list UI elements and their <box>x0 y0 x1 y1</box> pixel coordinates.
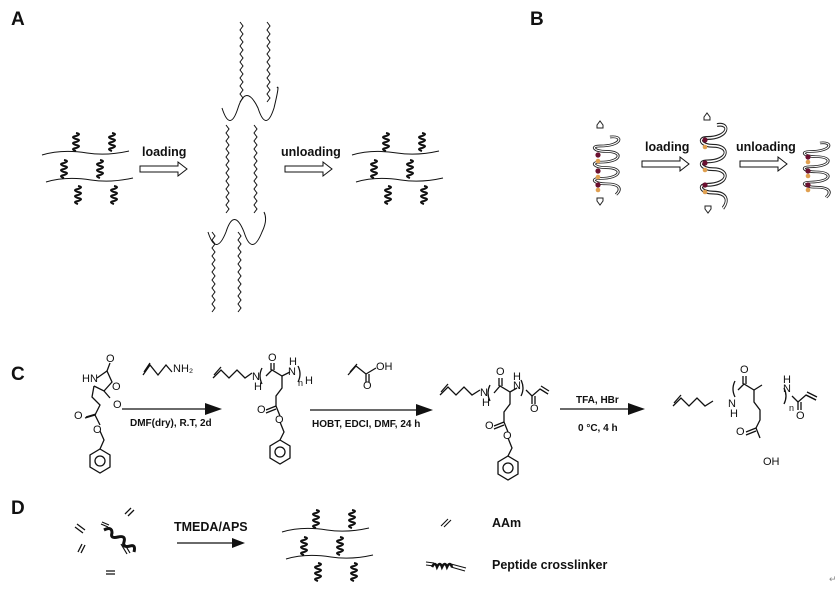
atom-o: O <box>106 353 115 365</box>
atom-o: O <box>530 403 539 415</box>
atom-n: N <box>480 387 488 399</box>
aam-monomers <box>74 507 135 575</box>
nca-monomer-structure <box>84 362 113 474</box>
panel-b-loading-label: loading <box>645 140 690 154</box>
benzyl-polymer-structure <box>212 363 301 465</box>
atom-n: N <box>513 380 521 392</box>
atom-n: N <box>728 398 736 410</box>
panel-b-unloading-label: unloading <box>736 140 796 154</box>
panel-b-helix-stretched <box>699 112 729 214</box>
atom-o: O <box>503 430 512 442</box>
panel-a-network-initial <box>42 133 133 204</box>
atom-h: H <box>482 397 490 409</box>
peptide-crosslinker-icon <box>425 561 467 572</box>
panel-b-helix-final <box>802 141 831 199</box>
atom-hn: HN <box>82 373 98 385</box>
acrylic-acid-structure <box>347 363 377 382</box>
reaction-arrow-2 <box>310 404 433 416</box>
step-3-reagent: TFA, HBr <box>576 395 619 406</box>
reagent-1-amine: NH₂ <box>173 363 194 375</box>
atom-n: N <box>252 371 260 383</box>
atom-n: N <box>783 383 791 395</box>
panel-c-label: C <box>11 364 25 385</box>
panel-a-loading-label: loading <box>142 145 187 159</box>
atom-o: O <box>485 420 494 432</box>
atom-o: O <box>113 399 122 411</box>
atom-n: N <box>288 366 296 378</box>
atom-o: O <box>74 410 83 422</box>
panel-b-label: B <box>530 9 544 30</box>
atom-o: O <box>268 352 277 364</box>
panel-d-arrow <box>177 538 245 548</box>
atom-o: O <box>257 404 266 416</box>
subscript-n: n <box>298 378 304 388</box>
reaction-arrow-1 <box>122 403 222 415</box>
atom-o: O <box>93 424 102 436</box>
panel-a-network-stretched <box>207 21 279 313</box>
panel-a-network-final <box>352 133 443 204</box>
atom-o: O <box>796 410 805 422</box>
acrylated-benzyl-polymer-structure <box>439 378 550 481</box>
panel-a-unloading-label: unloading <box>281 145 341 159</box>
peptide-crosslinker-monomer <box>100 521 136 555</box>
atom-h: H <box>254 381 262 393</box>
panel-d-label: D <box>11 498 25 519</box>
atom-o: O <box>275 414 284 426</box>
legend-label-aam: AAm <box>492 516 522 530</box>
step-2-conditions: HOBT, EDCI, DMF, 24 h <box>312 419 421 430</box>
reaction-arrow-3 <box>560 403 645 415</box>
atom-o: O <box>740 364 749 376</box>
panel-d-network <box>282 510 373 581</box>
panel-a-label: A <box>11 9 25 30</box>
subscript-n: n <box>789 403 795 413</box>
butenylamine-structure <box>142 362 173 377</box>
atom-oh: OH <box>763 456 780 468</box>
paragraph-mark: ↵ <box>829 574 837 584</box>
atom-h: H <box>289 356 297 368</box>
final-polymer-structure <box>672 376 818 439</box>
atom-o: O <box>363 380 372 392</box>
atom-h: H <box>513 371 521 383</box>
step-1-conditions: DMF(dry), R.T, 2d <box>130 418 212 429</box>
panel-a-arrow-loading <box>139 161 188 177</box>
step-3-conditions: 0 °C, 4 h <box>578 423 618 434</box>
atom-o: O <box>496 366 505 378</box>
panel-b-arrow-loading <box>641 156 690 172</box>
panel-a-arrow-unloading <box>284 161 333 177</box>
atom-o: O <box>736 426 745 438</box>
atom-h: H <box>305 375 313 387</box>
panel-b-arrow-unloading <box>739 156 788 172</box>
atom-h: H <box>730 408 738 420</box>
panel-d-conditions: TMEDA/APS <box>174 520 248 534</box>
panel-b-helix-initial <box>592 120 621 206</box>
binding-site-dot <box>595 152 601 158</box>
aam-icon <box>440 518 452 528</box>
legend-label-peptide-crosslinker: Peptide crosslinker <box>492 558 608 572</box>
atom-h: H <box>783 374 791 386</box>
reagent-2-oh: OH <box>376 361 393 373</box>
atom-o: O <box>112 381 121 393</box>
